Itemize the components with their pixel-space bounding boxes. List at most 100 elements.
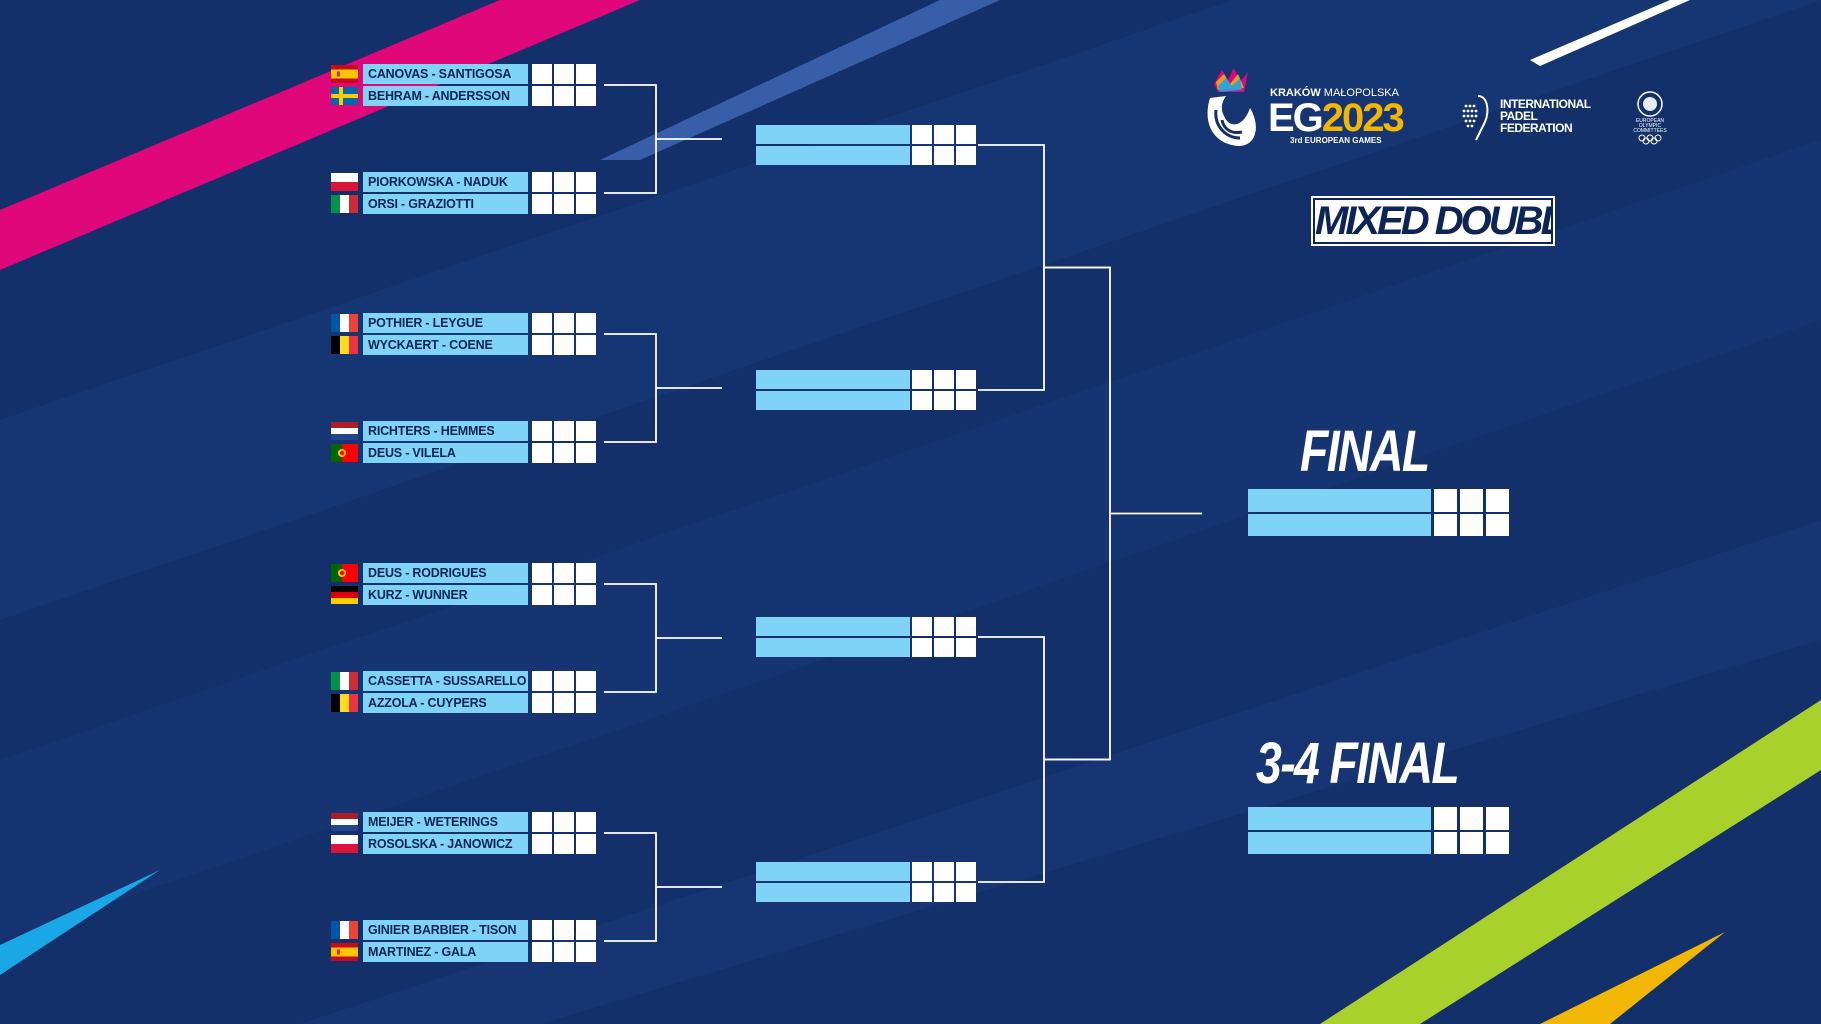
score-box[interactable] <box>576 563 596 583</box>
score-box[interactable] <box>956 883 976 902</box>
score-box[interactable] <box>532 942 552 962</box>
score-box[interactable] <box>934 638 954 657</box>
score-box[interactable] <box>956 391 976 410</box>
team-slot[interactable]: CANOVAS - SANTIGOSA <box>331 64 597 84</box>
team-slot[interactable]: BEHRAM - ANDERSSON <box>331 86 597 106</box>
score-box[interactable] <box>532 313 552 333</box>
score-box[interactable] <box>934 391 954 410</box>
score-box[interactable] <box>576 812 596 832</box>
score-box[interactable] <box>956 862 976 881</box>
score-box[interactable] <box>532 834 552 854</box>
score-box[interactable] <box>576 172 596 192</box>
team-slot[interactable]: GINIER BARBIER - TISON <box>331 920 597 940</box>
score-box[interactable] <box>956 617 976 636</box>
score-box[interactable] <box>532 335 552 355</box>
score-box[interactable] <box>1434 807 1457 830</box>
empty-team-slot[interactable] <box>756 862 910 881</box>
score-box[interactable] <box>912 638 932 657</box>
score-box[interactable] <box>934 862 954 881</box>
score-box[interactable] <box>934 370 954 389</box>
score-box[interactable] <box>934 146 954 165</box>
score-box[interactable] <box>912 370 932 389</box>
team-slot[interactable]: DEUS - VILELA <box>331 443 597 463</box>
score-box[interactable] <box>956 146 976 165</box>
team-slot[interactable]: ROSOLSKA - JANOWICZ <box>331 834 597 854</box>
empty-team-slot[interactable] <box>756 617 910 636</box>
score-box[interactable] <box>576 335 596 355</box>
score-box[interactable] <box>554 86 574 106</box>
team-slot[interactable]: WYCKAERT - COENE <box>331 335 597 355</box>
score-box[interactable] <box>1486 489 1509 512</box>
empty-team-slot[interactable] <box>1248 807 1431 830</box>
score-box[interactable] <box>532 86 552 106</box>
score-box[interactable] <box>554 671 574 691</box>
score-box[interactable] <box>576 942 596 962</box>
score-box[interactable] <box>1460 831 1483 854</box>
empty-team-slot[interactable] <box>756 391 910 410</box>
score-box[interactable] <box>554 920 574 940</box>
score-box[interactable] <box>912 125 932 144</box>
score-box[interactable] <box>1434 489 1457 512</box>
score-box[interactable] <box>532 421 552 441</box>
score-box[interactable] <box>576 194 596 214</box>
score-box[interactable] <box>576 585 596 605</box>
score-box[interactable] <box>554 194 574 214</box>
score-box[interactable] <box>554 812 574 832</box>
team-slot[interactable]: CASSETTA - SUSSARELLO <box>331 671 597 691</box>
score-box[interactable] <box>912 391 932 410</box>
score-box[interactable] <box>912 883 932 902</box>
score-box[interactable] <box>554 563 574 583</box>
score-box[interactable] <box>956 370 976 389</box>
team-slot[interactable]: MARTINEZ - GALA <box>331 942 597 962</box>
score-box[interactable] <box>554 693 574 713</box>
score-box[interactable] <box>554 335 574 355</box>
score-box[interactable] <box>576 920 596 940</box>
score-box[interactable] <box>532 563 552 583</box>
score-box[interactable] <box>934 883 954 902</box>
empty-team-slot[interactable] <box>1248 831 1431 854</box>
team-slot[interactable]: RICHTERS - HEMMES <box>331 421 597 441</box>
score-box[interactable] <box>554 834 574 854</box>
score-box[interactable] <box>554 172 574 192</box>
empty-team-slot[interactable] <box>756 883 910 902</box>
empty-team-slot[interactable] <box>756 125 910 144</box>
score-box[interactable] <box>576 64 596 84</box>
score-box[interactable] <box>554 64 574 84</box>
score-box[interactable] <box>532 443 552 463</box>
score-box[interactable] <box>1486 807 1509 830</box>
score-box[interactable] <box>576 86 596 106</box>
empty-team-slot[interactable] <box>756 146 910 165</box>
empty-team-slot[interactable] <box>756 638 910 657</box>
score-box[interactable] <box>1460 513 1483 536</box>
score-box[interactable] <box>532 920 552 940</box>
score-box[interactable] <box>532 194 552 214</box>
score-box[interactable] <box>576 671 596 691</box>
score-box[interactable] <box>576 693 596 713</box>
score-box[interactable] <box>912 146 932 165</box>
score-box[interactable] <box>532 172 552 192</box>
team-slot[interactable]: POTHIER - LEYGUE <box>331 313 597 333</box>
empty-team-slot[interactable] <box>756 370 910 389</box>
team-slot[interactable]: AZZOLA - CUYPERS <box>331 693 597 713</box>
score-box[interactable] <box>576 313 596 333</box>
score-box[interactable] <box>956 125 976 144</box>
score-box[interactable] <box>1460 489 1483 512</box>
score-box[interactable] <box>1460 807 1483 830</box>
score-box[interactable] <box>1486 513 1509 536</box>
team-slot[interactable]: KURZ - WUNNER <box>331 585 597 605</box>
score-box[interactable] <box>532 671 552 691</box>
score-box[interactable] <box>934 617 954 636</box>
score-box[interactable] <box>554 313 574 333</box>
team-slot[interactable]: ORSI - GRAZIOTTI <box>331 194 597 214</box>
score-box[interactable] <box>912 862 932 881</box>
score-box[interactable] <box>1434 831 1457 854</box>
score-box[interactable] <box>912 617 932 636</box>
score-box[interactable] <box>532 812 552 832</box>
score-box[interactable] <box>554 942 574 962</box>
score-box[interactable] <box>576 443 596 463</box>
empty-team-slot[interactable] <box>1248 489 1431 512</box>
score-box[interactable] <box>532 693 552 713</box>
score-box[interactable] <box>576 834 596 854</box>
score-box[interactable] <box>554 443 574 463</box>
score-box[interactable] <box>532 64 552 84</box>
